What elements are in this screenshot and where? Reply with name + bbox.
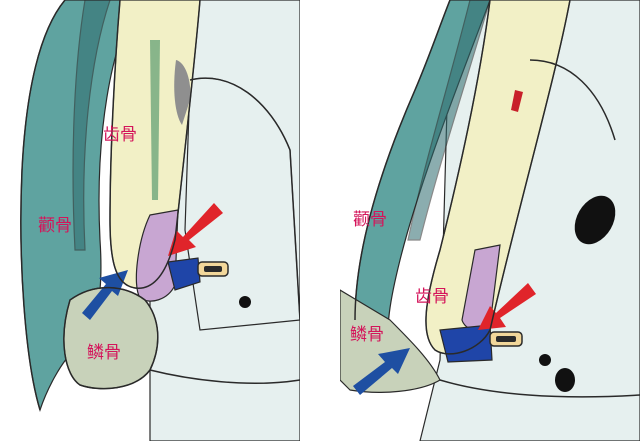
right-temporal-ridge [407,0,491,241]
left-outline-squamosal [63,286,159,390]
right-outline-skull [439,59,640,398]
left-outline-dentary [109,0,201,289]
right-label-dentary: 齿骨 [415,287,449,307]
left-small-ring-inner [204,266,222,272]
right-jaw-diagram [340,0,640,441]
right-red-tooth [511,90,523,112]
right-label-temporal: 颧骨 [353,210,387,230]
left-label-dentary: 齿骨 [103,125,137,145]
left-diagram-panel: 齿骨 颧骨 鳞骨 [0,0,300,441]
left-label-temporal: 颧骨 [38,216,72,236]
right-black-spot-large [574,195,616,245]
left-gray-tooth [174,60,191,125]
left-jaw-diagram [20,0,300,441]
left-temporal-ridge [72,0,111,251]
right-diagram-panel: 颧骨 齿骨 鳞骨 [340,0,640,441]
left-green-strip [150,40,160,200]
right-black-spot-small [539,354,551,366]
left-outline-temporal [20,0,66,411]
right-outline-dentary [425,0,571,355]
right-label-squamosal: 鳞骨 [350,325,384,345]
right-outline-temporal [354,0,451,321]
right-blue-bone [439,324,493,363]
left-squamosal-bone [63,287,159,390]
right-small-ring-inner [496,336,516,342]
left-blue-arrow [82,270,128,320]
left-red-arrow [168,203,223,256]
left-outline-skull [149,77,300,384]
left-blue-bone [167,257,201,291]
left-black-dot [239,296,251,308]
left-label-squamosal: 鳞骨 [87,343,121,363]
right-black-spot-mid [555,368,575,392]
right-blue-arrow [353,348,410,395]
